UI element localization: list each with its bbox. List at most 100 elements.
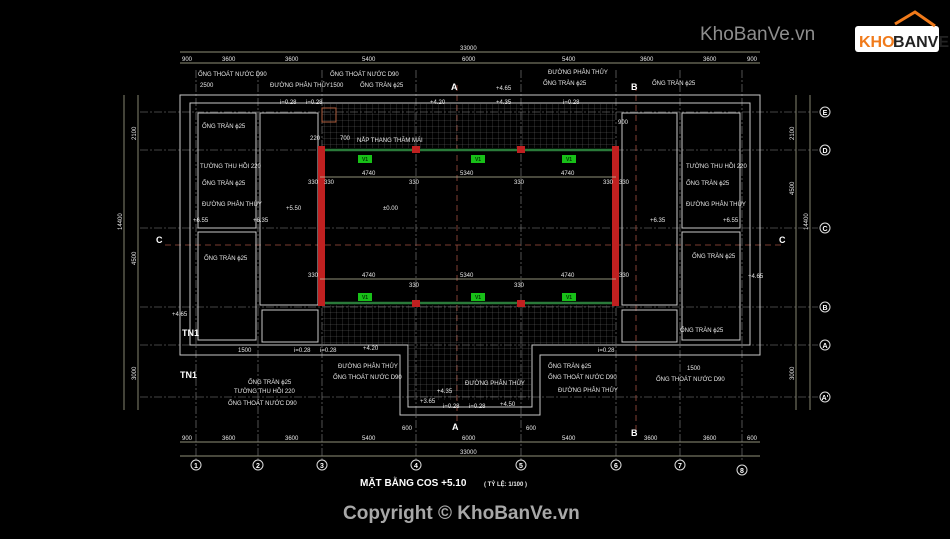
dim: 2100: [790, 126, 796, 140]
khobanve-logo: KHO BANVE: [855, 10, 949, 52]
drawing-label: ỐNG THOÁT NƯỚC D90: [548, 374, 617, 381]
inner-dimensions: 4740 5340 4740 4740 5340 4740 330 330 33…: [200, 83, 701, 432]
dim: 5400: [362, 57, 376, 63]
drawing-label: 900: [618, 120, 629, 126]
dim: 600: [747, 436, 758, 442]
drawing-label: V1: [475, 295, 481, 301]
svg-text:BANVE: BANVE: [893, 34, 949, 51]
drawing-label: ỐNG TRÀN ϕ25: [652, 80, 696, 87]
dim-right-overall: 14400: [804, 213, 810, 230]
drawing-label: A': [822, 395, 829, 402]
drawing-label: 5: [519, 463, 523, 470]
drawing-label: +6.35: [253, 218, 269, 224]
dim-overall-bottom: 33000: [460, 450, 477, 456]
dim: 2100: [132, 126, 138, 140]
drawing-label: 330: [603, 180, 614, 186]
drawing-scale: ( TỶ LỆ: 1/100 ): [484, 480, 527, 488]
dim: 900: [747, 57, 758, 63]
drawing-label: 1500: [330, 83, 344, 89]
drawing-label: i=0.28: [469, 404, 486, 410]
drawing-label: B: [822, 305, 827, 312]
drawing-label: 600: [526, 426, 537, 432]
dim: 6000: [462, 57, 476, 63]
annotations: ỐNG THOÁT NƯỚC D90 ỐNG THOÁT NƯỚC D90 ĐƯ…: [172, 69, 764, 410]
drawing-label: 330: [619, 180, 630, 186]
watermark-text: KhoBanVe.vn: [700, 24, 815, 45]
drawing-label: V1: [566, 157, 572, 163]
drawing-label: 4: [414, 463, 418, 470]
drawing-label: +4.20: [363, 346, 379, 352]
drawing-label: ỐNG TRÀN ϕ25: [680, 327, 724, 334]
drawing-label: i=0.28: [280, 100, 297, 106]
tn1-label: TN1: [180, 370, 197, 380]
drawing-label: 2500: [200, 83, 214, 89]
drawing-label: 330: [324, 180, 335, 186]
drawing-label: V1: [362, 295, 368, 301]
drawing-label: ỐNG THOÁT NƯỚC D90: [198, 71, 267, 78]
drawing-label: 5340: [460, 273, 474, 279]
side-dimensions: 14400 14400 2100 4500 3000 2100 4500 300…: [118, 95, 811, 410]
dim: 3600: [285, 436, 299, 442]
drawing-label: ỐNG TRÀN ϕ25: [548, 363, 592, 370]
drawing-label: ỐNG TRÀN ϕ25: [360, 82, 404, 89]
drawing-label: +5.50: [286, 206, 302, 212]
column-grid-bubbles: 1 2 3 4 5 6 7 8: [190, 459, 748, 476]
dim: 3600: [703, 57, 717, 63]
drawing-label: 3: [320, 463, 324, 470]
dim: 900: [182, 436, 193, 442]
drawing-label: +6.35: [650, 218, 666, 224]
drawing-label: 5340: [460, 171, 474, 177]
drawing-label: i=0.28: [563, 100, 580, 106]
drawing-label: 4740: [561, 171, 575, 177]
drawing-label: ĐƯỜNG PHÂN THỦY: [548, 69, 608, 76]
dim: 3600: [703, 436, 717, 442]
dim: 6000: [462, 436, 476, 442]
drawing-label: NẮP THANG THĂM MÁI: [357, 136, 423, 144]
copyright-text: Copyright © KhoBanVe.vn: [343, 503, 580, 524]
drawing-label: 6: [614, 463, 618, 470]
structure: [318, 146, 619, 307]
drawing-label: ĐƯỜNG PHÂN THỦY: [686, 201, 746, 208]
drawing-label: +3.65: [420, 399, 436, 405]
beam-tags: V1 V1 V1 V1 V1 V1: [358, 155, 576, 301]
tn1-label: TN1: [182, 328, 199, 338]
drawing-label: 8: [740, 468, 744, 475]
drawing-label: V1: [475, 157, 481, 163]
dim: 4500: [132, 251, 138, 265]
drawing-label: V1: [566, 295, 572, 301]
dim: 3600: [640, 57, 654, 63]
drawing-label: ±0.00: [383, 206, 399, 212]
top-dimensions: 33000 900 3600 3600 5400 6000 5400 3600 …: [180, 46, 760, 64]
drawing-label: ỐNG TRÀN ϕ25: [204, 255, 248, 262]
bottom-dimensions: 33000 900 3600 3600 5400 6000 5400 3600 …: [180, 436, 760, 457]
drawing-label: V1: [362, 157, 368, 163]
drawing-label: A: [451, 82, 458, 92]
drawing-label: i=0.28: [306, 100, 323, 106]
drawing-label: +4.20: [430, 100, 446, 106]
drawing-label: ĐƯỜNG PHÂN THỦY: [558, 387, 618, 394]
drawing-label: 2: [256, 463, 260, 470]
drawing-label: C: [779, 235, 786, 245]
dim: 3000: [790, 366, 796, 380]
drawing-label: 330: [409, 283, 420, 289]
drawing-label: B: [631, 82, 638, 92]
drawing-label: ỐNG TRÀN ϕ25: [543, 80, 587, 87]
dim: 4500: [790, 181, 796, 195]
drawing-label: 1500: [238, 348, 252, 354]
dim: 900: [182, 57, 193, 63]
drawing-label: 4740: [362, 171, 376, 177]
drawing-label: ĐƯỜNG PHÂN THỦY: [465, 380, 525, 387]
drawing-label: i=0.28: [598, 348, 615, 354]
drawing-label: ỐNG TRÀN ϕ25: [202, 180, 246, 187]
drawing-label: 600: [402, 426, 413, 432]
drawing-title: MẶT BẰNG COS +5.10: [360, 476, 467, 489]
drawing-label: 330: [308, 273, 319, 279]
dim: 5400: [562, 57, 576, 63]
drawing-label: ỐNG TRÀN ϕ25: [686, 180, 730, 187]
drawing-label: 330: [308, 180, 319, 186]
drawing-label: ĐƯỜNG PHÂN THỦY: [202, 201, 262, 208]
drawing-label: ỐNG TRÀN ϕ25: [692, 253, 736, 260]
section-markers: A A B B C C: [156, 82, 786, 438]
drawing-label: 1500: [687, 366, 701, 372]
roof-hatch: [321, 103, 615, 400]
